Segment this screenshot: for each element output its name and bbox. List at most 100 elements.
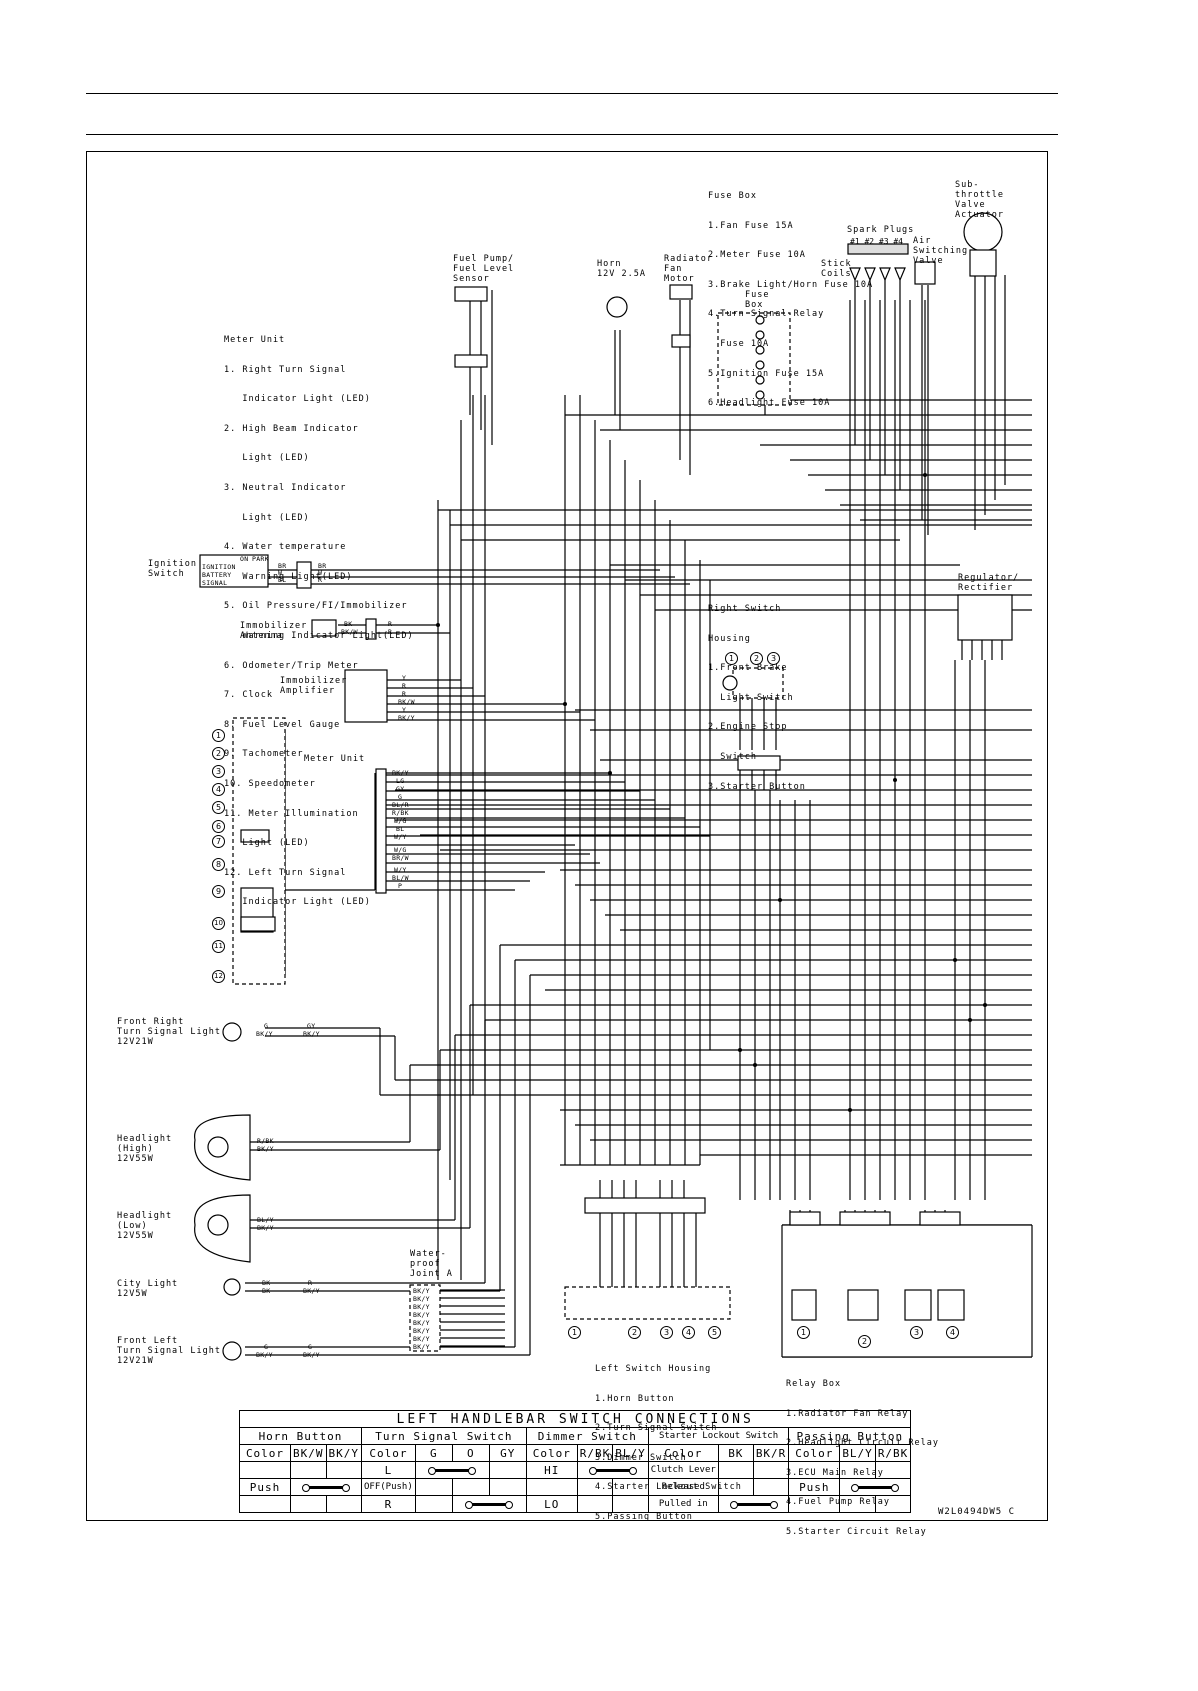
legend-item: 2. High Beam Indicator — [224, 423, 359, 434]
meter-pin: BR/W — [392, 854, 409, 862]
relay-number: 1 — [797, 1326, 810, 1339]
fuse-box-label: Fuse Box — [745, 290, 770, 310]
meter-item-number: 4 — [212, 783, 225, 796]
legend-item: 3.Starter Button — [708, 781, 806, 792]
sub-throttle-label: Sub- throttle Valve Actuator — [955, 180, 1004, 220]
amp-wire: Y — [402, 674, 407, 682]
legend-title: Meter Unit — [224, 335, 286, 345]
frt-wire-right: GY — [307, 1022, 316, 1030]
meter-pin: P — [398, 882, 403, 890]
city-wire-right: R — [308, 1279, 313, 1287]
table-cell — [576, 1495, 614, 1513]
right-switch-legend: Right Switch Housing 1.Front Brake Light… — [708, 585, 806, 802]
table-cell — [612, 1478, 649, 1496]
table-row: Push OFF(Push) Released Push — [239, 1478, 912, 1496]
amp-wire: R — [402, 690, 407, 698]
table-cell — [325, 1461, 362, 1479]
table-cell: R/BK — [576, 1444, 614, 1462]
table-cell: Color — [239, 1444, 291, 1462]
left-switch-number: 5 — [708, 1326, 721, 1339]
wp-pin: BK/Y — [413, 1295, 430, 1303]
meter-item-number: 7 — [212, 835, 225, 848]
table-row: L HI Clutch Lever — [239, 1461, 912, 1479]
ign-wire-br: BR — [278, 562, 287, 570]
ign-row-signal: SIGNAL — [202, 579, 228, 587]
legend-item: 5.Ignition Fuse 15A — [708, 368, 825, 379]
table-cell — [239, 1495, 291, 1513]
table-cell — [290, 1495, 327, 1513]
immob-ant-wire-right: R — [388, 620, 393, 628]
connection-mark — [839, 1478, 912, 1496]
table-cell: Color — [647, 1444, 719, 1462]
frt-wire: BK/Y — [256, 1030, 273, 1038]
connection-mark — [414, 1461, 490, 1479]
legend-item: Light Switch — [708, 692, 794, 703]
table-cell — [576, 1478, 614, 1496]
legend-item: 5. Oil Pressure/FI/Immobilizer — [224, 601, 408, 612]
table-cell — [414, 1478, 453, 1496]
wp-pin: BK/Y — [413, 1335, 430, 1343]
table-cell: HI — [525, 1461, 578, 1479]
group-header: Dimmer Switch — [525, 1427, 649, 1445]
city-wire: BK — [262, 1287, 271, 1295]
table-cell: BK/R — [752, 1444, 790, 1462]
table-cell — [451, 1478, 490, 1496]
table-cell — [788, 1495, 841, 1513]
immob-ant-wire: BK — [344, 620, 353, 628]
meter-pin: BL/W — [392, 874, 409, 882]
spark-plug-numbers: #1 #2 #3 #4 — [850, 237, 903, 246]
meter-pin: W/Y — [394, 833, 407, 841]
meter-pin: W/G — [394, 817, 407, 825]
table-cell: BL/Y — [839, 1444, 876, 1462]
legend-item: Light (LED) — [224, 512, 310, 523]
legend-item: 12. Left Turn Signal — [224, 867, 347, 878]
amp-wire: Y — [402, 706, 407, 714]
ign-wire-right-br: BR — [318, 562, 327, 570]
hl-wire: BK/Y — [257, 1224, 274, 1232]
meter-item-number: 9 — [212, 885, 225, 898]
city-wire-right: BK/Y — [303, 1287, 320, 1295]
legend-item: 5.Passing Button — [595, 1511, 693, 1522]
wp-pin: BK/Y — [413, 1327, 430, 1335]
legend-item: 1. Right Turn Signal — [224, 364, 347, 375]
ign-wire-bl: BL — [278, 576, 287, 584]
relay-number: 2 — [858, 1335, 871, 1348]
table-cell — [414, 1495, 453, 1513]
table-cell — [874, 1495, 912, 1513]
ign-row-battery: BATTERY — [202, 571, 232, 579]
right-switch-number: 1 — [725, 652, 738, 665]
flt-wire-right: G — [308, 1343, 313, 1351]
amp-wire: BK/Y — [398, 714, 415, 722]
table-cell — [788, 1461, 841, 1479]
legend-title: Fuse Box — [708, 191, 757, 201]
city-wire: BK — [262, 1279, 271, 1287]
header-rule-bottom — [86, 134, 1058, 135]
table-cell — [717, 1461, 754, 1479]
ign-col-on: ON — [240, 555, 249, 563]
table-cell: OFF(Push) — [361, 1478, 416, 1496]
meter-item-number: 12 — [212, 970, 225, 983]
table-cell: R/BK — [874, 1444, 912, 1462]
legend-item: 1.Front Brake — [708, 663, 788, 674]
legend-item: 4. Water temperature — [224, 542, 347, 553]
left-switch-number: 2 — [628, 1326, 641, 1339]
legend-item: Indicator Light (LED) — [224, 394, 371, 405]
city-light-label: City Light 12V5W — [117, 1279, 179, 1299]
waterproof-joint-label: Water- proof Joint A — [410, 1249, 453, 1279]
meter-pin: W/G — [394, 846, 407, 854]
table-cell — [752, 1478, 790, 1496]
amp-wire: BK/W — [398, 698, 415, 706]
table-cell: G — [414, 1444, 453, 1462]
table-cell: Push — [239, 1478, 291, 1496]
horn-label: Horn 12V 2.5A — [597, 259, 646, 279]
meter-item-number: 6 — [212, 820, 225, 833]
meter-pin: BL/R — [392, 801, 409, 809]
meter-pin: G — [398, 793, 403, 801]
table-cell — [239, 1461, 291, 1479]
connection-mark — [717, 1495, 790, 1513]
diagram-frame — [86, 151, 1048, 1521]
legend-item: 2.Engine Stop — [708, 722, 788, 733]
table-cell: L — [361, 1461, 416, 1479]
front-right-turn-label: Front Right Turn Signal Light 12V21W — [117, 1017, 221, 1047]
